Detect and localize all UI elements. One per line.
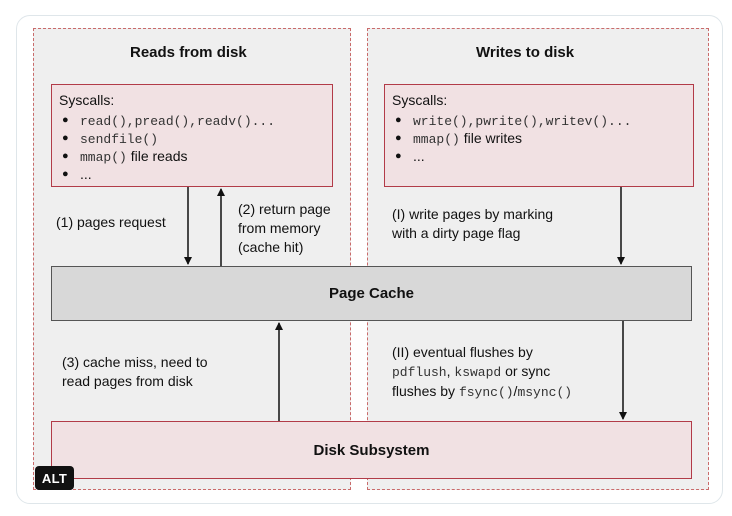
writes-syscalls-box: Syscalls: ● write(),pwrite(),writev()... … bbox=[384, 84, 694, 187]
bullet-icon: ● bbox=[395, 150, 402, 162]
note-sep: / bbox=[513, 383, 518, 399]
bullet-icon: ● bbox=[395, 114, 402, 126]
syscall-text: file reads bbox=[126, 148, 188, 164]
note-line: (II) eventual flushes by bbox=[392, 344, 533, 360]
note-line: (I) write pages by marking bbox=[392, 206, 554, 222]
note-text: or sync bbox=[501, 363, 551, 379]
kswapd-code: kswapd bbox=[454, 365, 502, 380]
list-item: ● read(),pread(),readv()... bbox=[62, 111, 275, 129]
alt-text-button[interactable]: ALT bbox=[35, 466, 74, 490]
note-line: (cache hit) bbox=[238, 239, 304, 255]
bullet-icon: ● bbox=[395, 132, 402, 144]
syscall-text: ... bbox=[80, 166, 92, 182]
syscall-code: sendfile() bbox=[80, 132, 159, 147]
note-line: (3) cache miss, need to bbox=[62, 354, 208, 370]
note-text: flushes by bbox=[392, 383, 459, 399]
pdflush-code: pdflush bbox=[392, 365, 447, 380]
syscall-code: mmap() bbox=[80, 150, 127, 165]
list-item: ●... bbox=[62, 165, 275, 183]
pages-request-note: (1) pages request bbox=[56, 214, 166, 230]
reads-syscalls-title: Syscalls: bbox=[59, 92, 115, 108]
page-cache-box: Page Cache bbox=[51, 266, 692, 321]
writes-panel-title: Writes to disk bbox=[476, 44, 575, 61]
writes-syscalls-title: Syscalls: bbox=[392, 92, 448, 108]
bullet-icon: ● bbox=[62, 132, 69, 144]
note-line: from memory bbox=[238, 220, 321, 236]
return-page-note: (2) return page from memory (cache hit) bbox=[238, 200, 331, 257]
reads-panel-title: Reads from disk bbox=[130, 44, 247, 61]
list-item: ● mmap() file writes bbox=[395, 129, 631, 147]
list-item: ● write(),pwrite(),writev()... bbox=[395, 111, 631, 129]
list-item: ●... bbox=[395, 147, 631, 165]
note-line: (2) return page bbox=[238, 201, 331, 217]
note-line: with a dirty page flag bbox=[392, 225, 521, 241]
syscall-code: mmap() bbox=[413, 132, 460, 147]
eventual-flushes-note: (II) eventual flushes by pdflush, kswapd… bbox=[392, 343, 572, 402]
page-cache-label: Page Cache bbox=[328, 285, 415, 302]
note-sep: , bbox=[446, 363, 455, 379]
cache-miss-note: (3) cache miss, need to read pages from … bbox=[62, 353, 208, 391]
write-pages-note: (I) write pages by marking with a dirty … bbox=[392, 205, 553, 243]
syscall-code: read(),pread(),readv()... bbox=[80, 114, 276, 129]
bullet-icon: ● bbox=[62, 150, 69, 162]
note-line: flushes by fsync()/msync() bbox=[392, 382, 572, 402]
list-item: ● sendfile() bbox=[62, 129, 275, 147]
bullet-icon: ● bbox=[62, 114, 69, 126]
disk-subsystem-label: Disk Subsystem bbox=[313, 441, 430, 459]
msync-code: msync() bbox=[517, 385, 573, 400]
note-line: read pages from disk bbox=[62, 373, 193, 389]
reads-syscall-list: ● read(),pread(),readv()... ● sendfile() ●… bbox=[62, 111, 275, 183]
syscall-code: write(),pwrite(),writev()... bbox=[413, 114, 632, 129]
bullet-icon: ● bbox=[62, 168, 69, 180]
disk-subsystem-box: Disk Subsystem bbox=[51, 421, 692, 479]
list-item: ● mmap() file reads bbox=[62, 147, 275, 165]
reads-syscalls-box: Syscalls: ● read(),pread(),readv()... ● se… bbox=[51, 84, 333, 187]
fsync-code: fsync() bbox=[458, 385, 514, 400]
writes-syscall-list: ● write(),pwrite(),writev()... ● mmap() fi… bbox=[395, 111, 631, 165]
syscall-text: file writes bbox=[459, 130, 523, 146]
syscall-text: ... bbox=[413, 148, 425, 164]
note-line: pdflush, kswapd or sync bbox=[392, 362, 572, 382]
